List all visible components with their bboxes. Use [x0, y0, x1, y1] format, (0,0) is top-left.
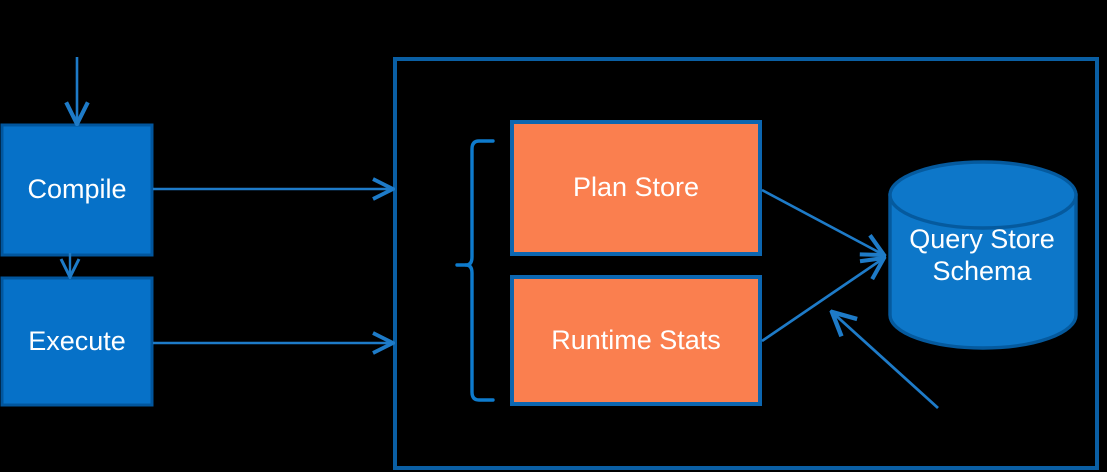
plan-store-to-schema-arrow [761, 188, 884, 255]
container-rectangle [393, 57, 1099, 470]
runtime-stats-to-schema-arrow [761, 258, 884, 343]
query-store-schema-cylinder[interactable] [888, 160, 1078, 350]
grouping-brace [464, 139, 495, 402]
external-to-schema-arrow [832, 312, 939, 410]
compile-box[interactable] [0, 123, 154, 257]
plan-store-box[interactable] [510, 120, 762, 256]
execute-box[interactable] [0, 276, 154, 407]
runtime-stats-box[interactable] [510, 275, 762, 406]
